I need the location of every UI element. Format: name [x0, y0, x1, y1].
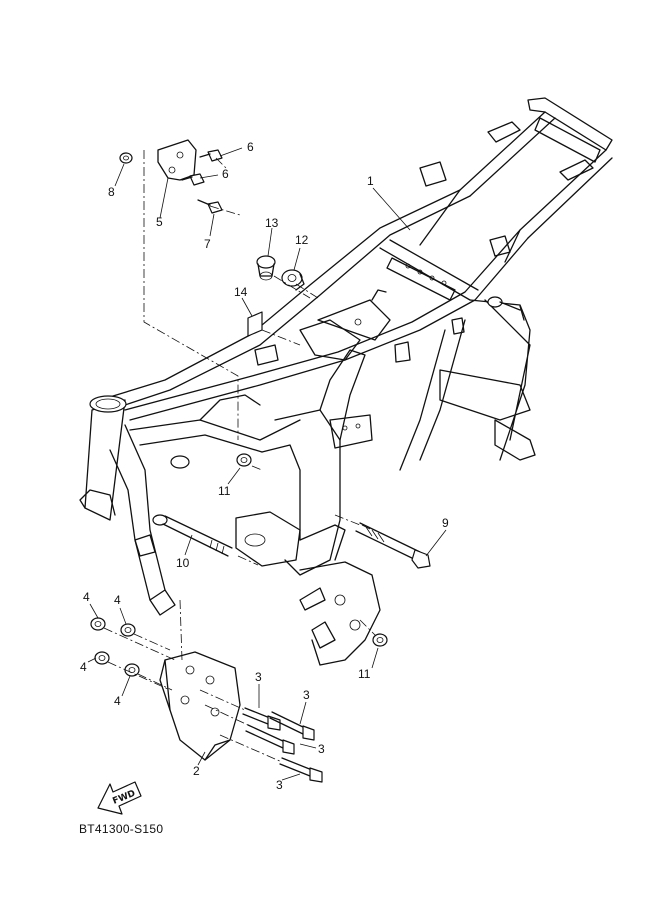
- fwd-arrow-icon: FWD: [97, 781, 142, 815]
- bolts-3[interactable]: [242, 707, 323, 783]
- callout-10: 10: [176, 556, 190, 570]
- callout-3d: 3: [276, 778, 283, 792]
- callout-12: 12: [295, 233, 309, 247]
- collar-13[interactable]: [256, 255, 276, 281]
- callout-3c: 3: [318, 742, 325, 756]
- nuts-11[interactable]: [236, 453, 388, 647]
- callout-14: 14: [234, 285, 248, 299]
- callout-6b: 6: [222, 167, 229, 181]
- diagram-code: BT41300-S150: [79, 822, 164, 836]
- nuts-4[interactable]: [90, 617, 140, 677]
- callout-4d: 4: [114, 694, 121, 708]
- main-frame[interactable]: [79, 97, 613, 666]
- callout-6a: 6: [247, 140, 254, 154]
- bolts-6-7[interactable]: [119, 149, 223, 214]
- callout-11a: 11: [218, 484, 231, 498]
- callout-13: 13: [265, 216, 279, 230]
- bushing-12[interactable]: [281, 269, 305, 291]
- callout-7: 7: [204, 237, 211, 251]
- callout-8: 8: [108, 185, 115, 199]
- upper-bracket[interactable]: [157, 139, 197, 181]
- callout-3b: 3: [303, 688, 310, 702]
- callout-4a: 4: [83, 590, 90, 604]
- engine-bracket[interactable]: [159, 651, 241, 761]
- callout-1: 1: [367, 174, 374, 188]
- bolt-long-10[interactable]: [152, 514, 233, 557]
- callout-11b: 11: [358, 667, 371, 681]
- callout-2: 2: [193, 764, 200, 778]
- bolt-long-9[interactable]: [355, 522, 431, 569]
- callout-4b: 4: [114, 593, 121, 607]
- callout-9: 9: [442, 516, 449, 530]
- callout-4c: 4: [80, 660, 87, 674]
- label-14[interactable]: [247, 311, 263, 337]
- leader-lines: [87, 147, 447, 781]
- callout-5: 5: [156, 215, 163, 229]
- center-lines: [103, 150, 377, 763]
- callout-3a: 3: [255, 670, 262, 684]
